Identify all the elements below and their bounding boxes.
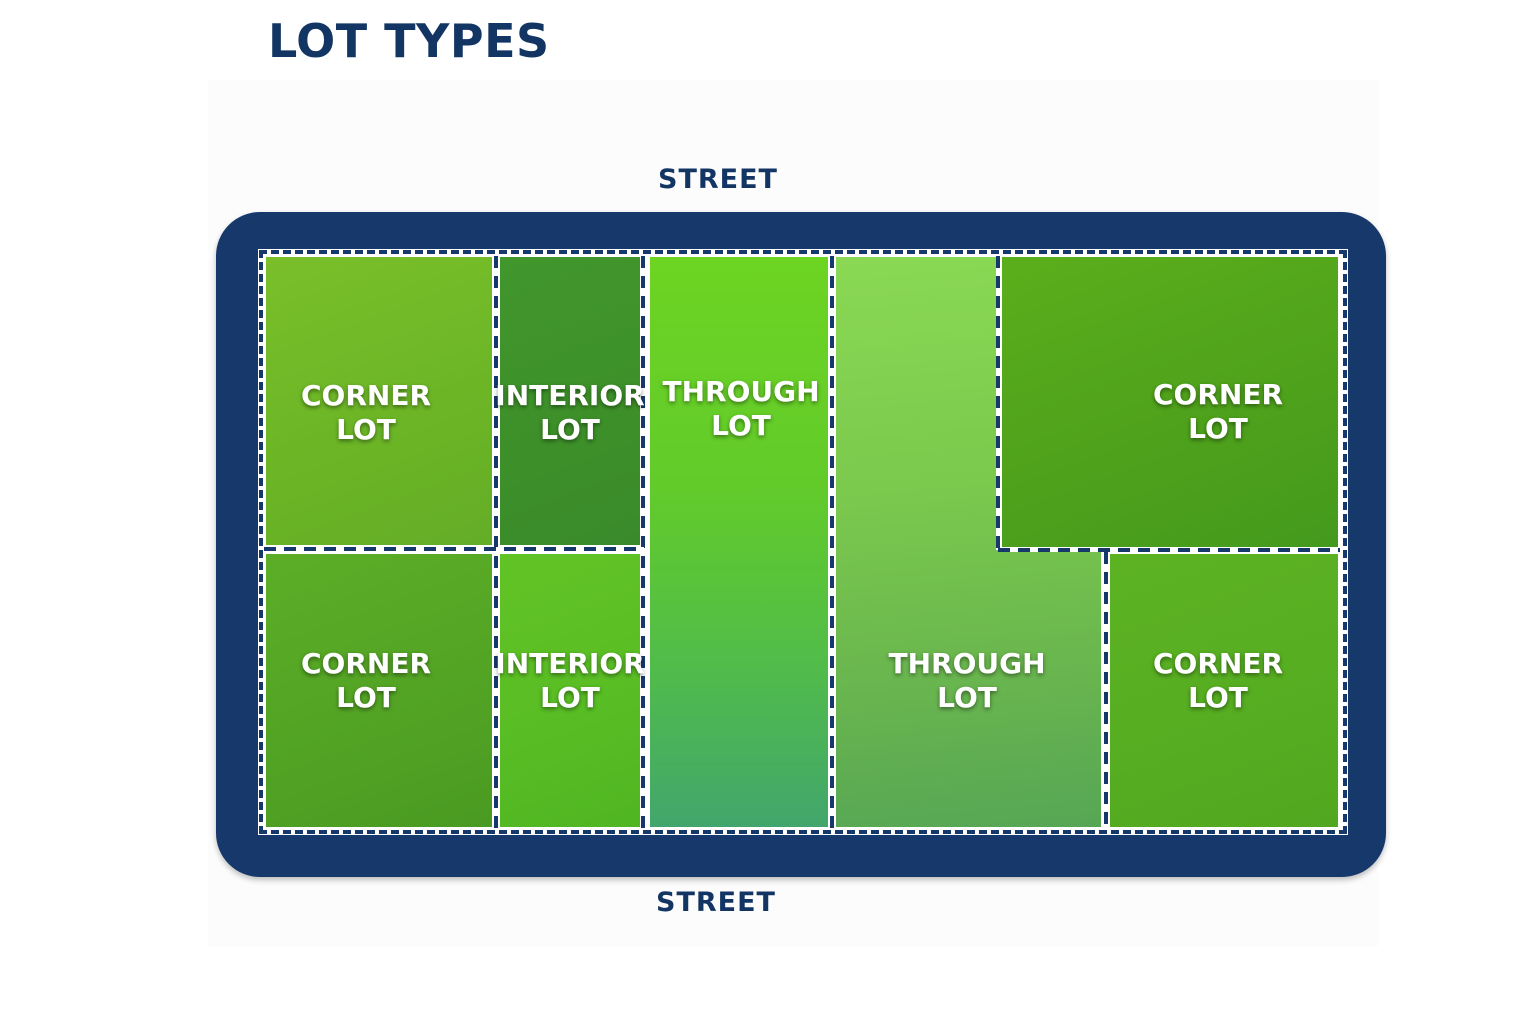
- street-label-bottom: STREET: [656, 887, 776, 918]
- corner-lot-bottom-right: [1110, 554, 1338, 827]
- lot-line: [996, 256, 1000, 550]
- lot-line: [998, 548, 1340, 552]
- lot-line: [641, 256, 645, 828]
- interior-lot-top: [500, 257, 640, 545]
- corner-lot-top-right: [1002, 257, 1338, 547]
- lot-line: [494, 256, 498, 828]
- street-label-top: STREET: [658, 164, 778, 195]
- corner-lot-bottom-left: [266, 554, 492, 827]
- corner-lot-top-left: [266, 257, 492, 545]
- page-title: LOT TYPES: [268, 14, 550, 68]
- lot-line: [264, 547, 644, 551]
- lot-line: [830, 256, 834, 828]
- interior-lot-bottom: [500, 554, 640, 827]
- through-lot-vertical: [650, 257, 828, 827]
- lot-line: [1104, 552, 1108, 828]
